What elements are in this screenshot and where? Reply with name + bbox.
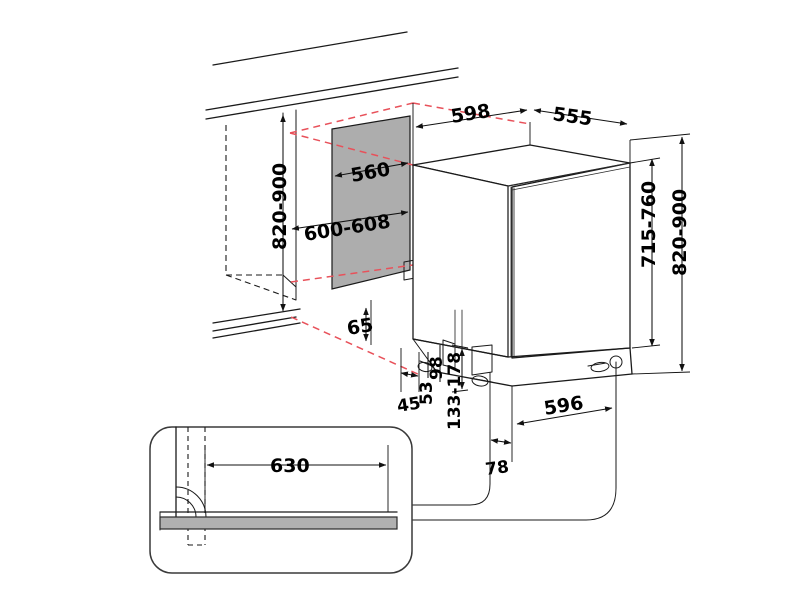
dim-label-plinth-recess: 65 xyxy=(345,314,375,340)
dim-label-door-height: 715-760 xyxy=(638,181,660,268)
dim-line-appliance-width xyxy=(415,108,528,129)
leader-curve-left xyxy=(411,429,491,506)
ext-133-top xyxy=(451,344,469,349)
red-guide-top-left xyxy=(289,102,414,134)
foot-right xyxy=(590,361,610,373)
door-top-edge xyxy=(507,162,631,187)
ext-820r-bottom xyxy=(631,371,691,375)
worktop-front-edge xyxy=(205,76,459,120)
dim-label-foot-b: 98 xyxy=(427,356,447,380)
dim-label-plinth-range: 133-178 xyxy=(445,352,465,430)
detail-inset: 630 xyxy=(149,426,413,574)
plinth-notch-right xyxy=(471,344,493,376)
foot-center-bar xyxy=(469,377,493,383)
base-line-front xyxy=(507,347,631,358)
dim-line-front-offset xyxy=(490,438,512,445)
dishwasher-body xyxy=(412,144,633,387)
dim-line-niche-width xyxy=(334,161,409,178)
niche-panel-group xyxy=(331,115,416,290)
cabinet-structure xyxy=(205,31,459,339)
dim-label-front-offset: 78 xyxy=(484,457,510,480)
inset-hinge-arc-inner xyxy=(175,496,197,518)
ext-820r-top xyxy=(629,133,691,141)
floor-line-left-b xyxy=(212,322,301,339)
red-guide-diag-down xyxy=(289,132,414,166)
base-lower-front xyxy=(511,373,633,387)
leader-curve-right xyxy=(411,361,617,521)
foot-left xyxy=(417,361,433,373)
base-right-edge xyxy=(629,347,633,375)
ext-715-top xyxy=(629,157,661,164)
ext-715-bottom xyxy=(631,344,661,349)
dim-label-appliance-depth: 555 xyxy=(551,103,593,130)
floor-line-left-c xyxy=(212,316,297,332)
dimension-annotations: 820-900 560 600-608 598 555 715-760 820-… xyxy=(269,100,691,480)
red-guide-mid xyxy=(290,264,414,283)
dim-label-foot-offset: 45 xyxy=(396,393,423,416)
niche-gray-panel xyxy=(331,115,411,290)
inset-dim-label-630: 630 xyxy=(270,455,310,477)
appliance-door-face xyxy=(511,162,631,359)
detail-inset-frame xyxy=(149,426,413,574)
worktop-top-edge-far xyxy=(212,31,408,66)
dim-line-foot-offset xyxy=(400,371,419,378)
inset-door-bar xyxy=(159,516,398,530)
worktop-top-edge-near xyxy=(205,67,459,111)
dim-line-appliance-depth xyxy=(533,108,628,126)
ext-133-bottom xyxy=(451,389,469,393)
foot-center xyxy=(471,375,489,387)
foot-right-bar xyxy=(587,362,607,367)
appliance-side-face xyxy=(412,164,509,358)
dim-label-foot-a: 53 xyxy=(417,381,437,405)
dim-line-niche-depth xyxy=(291,210,409,231)
dim-line-base-depth xyxy=(516,406,613,426)
dim-label-height-left: 820-900 xyxy=(269,163,291,250)
dim-label-height-right: 820-900 xyxy=(669,189,691,276)
detail-leader xyxy=(411,361,617,521)
door-top-edge-inner xyxy=(511,166,631,191)
